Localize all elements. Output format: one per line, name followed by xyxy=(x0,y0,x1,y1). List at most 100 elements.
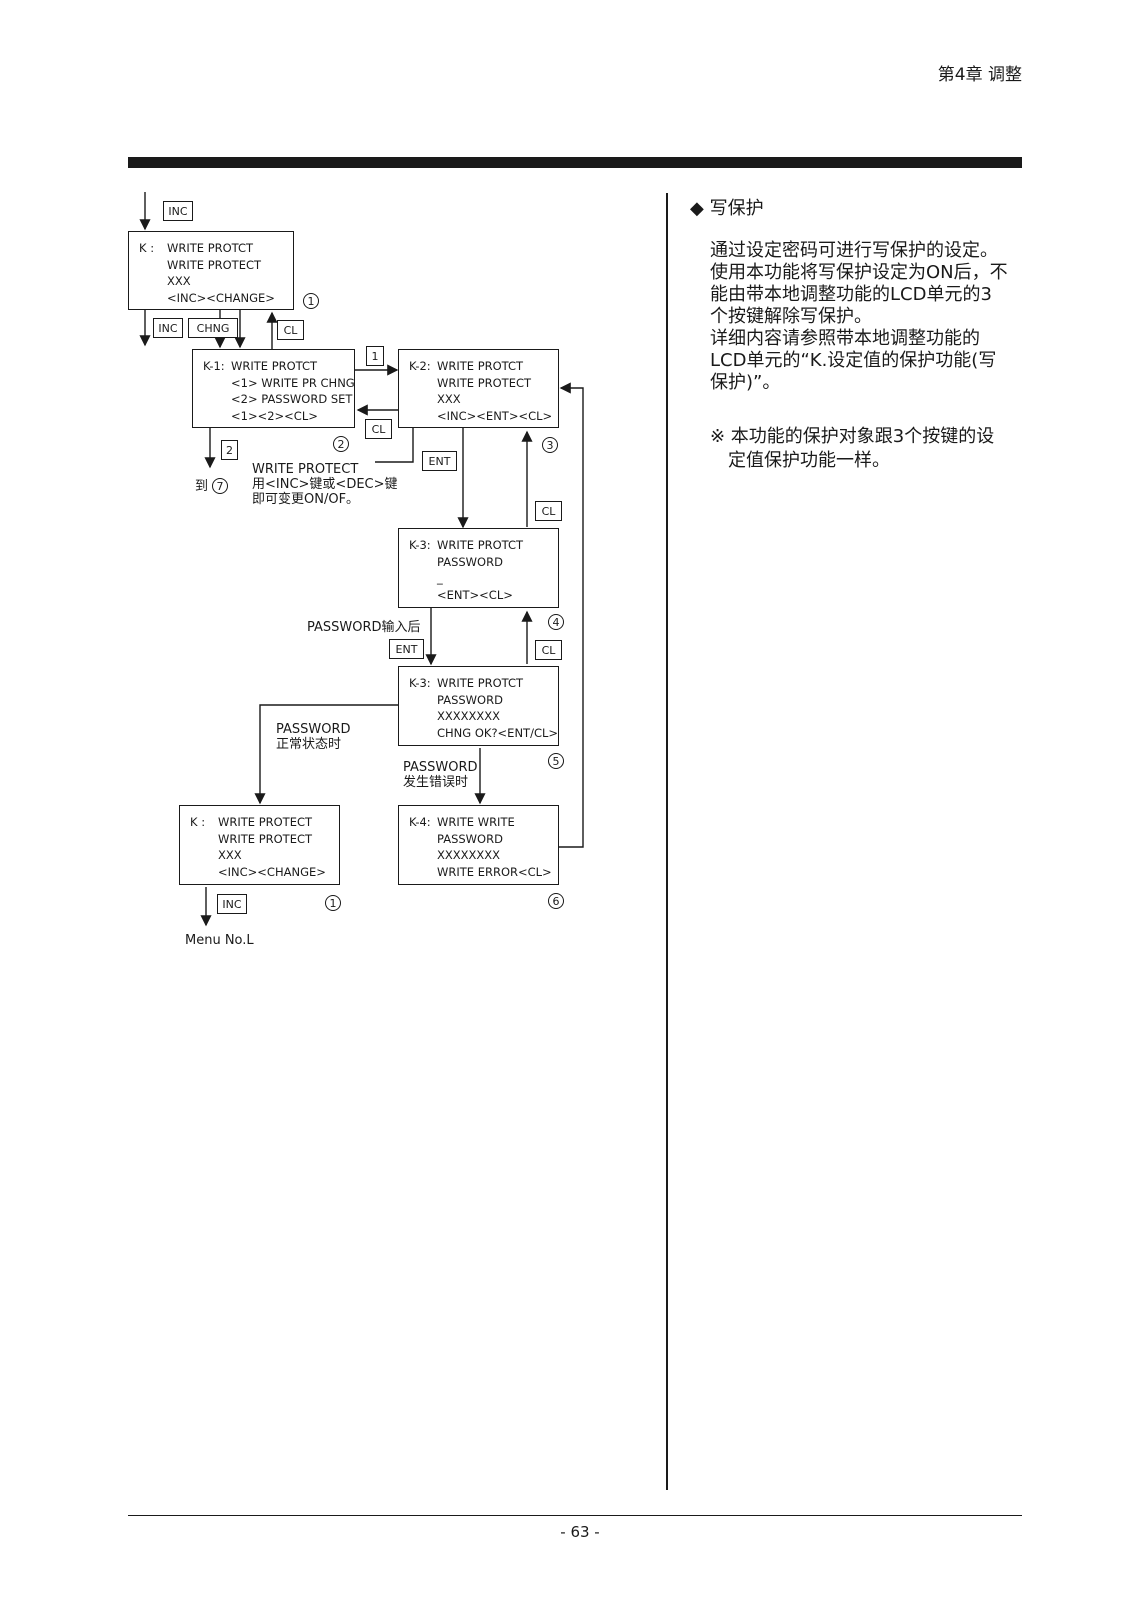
screen-line: PASSWORD xyxy=(437,831,503,846)
screen-k3-password-confirm: K-3: WRITE PROTCT PASSWORD XXXXXXXX CHNG… xyxy=(398,666,559,746)
paragraph-line: 能由带本地调整功能的LCD单元的3 xyxy=(710,284,992,305)
screen-lines: WRITE PROTCT WRITE PROTECT XXX <INC><CHA… xyxy=(167,240,275,306)
screen-line: XXXXXXXX xyxy=(437,848,501,862)
screen-k-bottom: K : WRITE PROTECT WRITE PROTECT XXX <INC… xyxy=(179,805,340,885)
screen-line: WRITE PROTCT xyxy=(437,676,524,690)
key-chng: CHNG xyxy=(188,318,238,338)
key-inc: INC xyxy=(163,201,193,221)
screen-lines: WRITE WRITE PASSWORD XXXXXXXX WRITE ERRO… xyxy=(437,814,552,880)
paragraph-line: 使用本功能将写保护设定为ON后，不 xyxy=(710,262,1008,283)
screen-line: WRITE PROTCT xyxy=(167,241,254,255)
key-ent: ENT xyxy=(422,451,457,471)
key-2: 2 xyxy=(221,440,238,460)
key-ent: ENT xyxy=(389,639,424,659)
header-rule xyxy=(128,157,1022,168)
paragraph-line: 个按键解除写保护。 xyxy=(710,306,872,327)
note-line: PASSWORD xyxy=(276,722,351,737)
key-1: 1 xyxy=(366,346,384,366)
screen-k3-password-entry: K-3: WRITE PROTCT PASSWORD _ <ENT><CL> xyxy=(398,528,559,608)
remark-line: 定值保护功能一样。 xyxy=(710,450,890,471)
key-cl: CL xyxy=(535,640,562,660)
step-circle: 3 xyxy=(542,437,558,453)
screen-line: XXXXXXXX xyxy=(437,709,501,723)
screen-line: PASSWORD xyxy=(437,554,503,569)
screen-line: _ xyxy=(437,571,443,585)
screen-k4-write-error: K-4: WRITE WRITE PASSWORD XXXXXXXX WRITE… xyxy=(398,805,559,885)
note-line: PASSWORD xyxy=(403,760,478,775)
note-line: 正常状态时 xyxy=(276,737,342,752)
note-line: 即可变更ON/OF。 xyxy=(252,492,360,507)
screen-label: K : xyxy=(139,241,155,255)
step-circle: 7 xyxy=(212,478,228,494)
goto-7-note: 到 xyxy=(195,479,208,494)
screen-label: K-4: xyxy=(409,815,431,829)
paragraph-line: 通过设定密码可进行写保护的设定。 xyxy=(710,240,998,261)
screen-line: <ENT><CL> xyxy=(437,587,513,602)
key-inc: INC xyxy=(217,894,247,914)
key-inc: INC xyxy=(153,318,183,338)
screen-line: WRITE PROTECT xyxy=(218,831,313,846)
key-cl: CL xyxy=(535,501,562,521)
screen-lines: WRITE PROTCT <1> WRITE PR CHNG <2> PASSW… xyxy=(231,358,355,424)
password-normal-note: PASSWORD 正常状态时 xyxy=(276,722,351,752)
remark-note: ※ 本功能的保护对象跟3个按键的设 定值保护功能一样。 xyxy=(710,425,1030,473)
write-protect-note: WRITE PROTECT 用<INC>键或<DEC>键 即可变更ON/OF。 xyxy=(252,462,398,507)
key-cl: CL xyxy=(277,320,304,340)
note-line: 发生错误时 xyxy=(403,775,469,790)
screen-line: <INC><CHANGE> xyxy=(167,290,275,305)
password-error-note: PASSWORD 发生错误时 xyxy=(403,760,478,790)
screen-lines: WRITE PROTCT PASSWORD _ <ENT><CL> xyxy=(437,537,523,603)
password-input-note: PASSWORD输入后 xyxy=(307,620,421,635)
step-circle: 5 xyxy=(548,753,564,769)
screen-label: K-3: xyxy=(409,676,431,690)
screen-line: WRITE PROTECT xyxy=(218,815,313,829)
screen-line: WRITE ERROR<CL> xyxy=(437,864,552,879)
column-divider xyxy=(666,193,668,1490)
screen-line: <1><2><CL> xyxy=(231,408,318,423)
menu-number-note: Menu No.L xyxy=(185,933,254,948)
screen-line: WRITE PROTECT xyxy=(437,375,532,390)
screen-line: WRITE WRITE xyxy=(437,815,515,829)
screen-line: <INC><ENT><CL> xyxy=(437,408,553,423)
note-line: 用<INC>键或<DEC>键 xyxy=(252,477,398,492)
description-paragraph: 通过设定密码可进行写保护的设定。 使用本功能将写保护设定为ON后，不 能由带本地… xyxy=(710,240,1030,394)
screen-k-top: K : WRITE PROTCT WRITE PROTECT XXX <INC>… xyxy=(128,231,294,310)
screen-line: <INC><CHANGE> xyxy=(218,864,326,879)
key-cl: CL xyxy=(365,419,392,439)
screen-line: XXX xyxy=(437,392,461,406)
chapter-header: 第4章 调整 xyxy=(937,65,1022,85)
screen-line: <2> PASSWORD SET xyxy=(231,392,353,406)
step-circle: 2 xyxy=(333,436,349,452)
screen-label: K-1: xyxy=(203,359,225,373)
remark-line: ※ 本功能的保护对象跟3个按键的设 xyxy=(710,426,995,447)
screen-line: WRITE PROTCT xyxy=(231,359,318,373)
screen-line: WRITE PROTECT xyxy=(167,257,262,272)
step-circle: 1 xyxy=(303,293,319,309)
step-circle: 1 xyxy=(325,895,341,911)
screen-label: K-3: xyxy=(409,538,431,552)
screen-line: WRITE PROTCT xyxy=(437,538,524,552)
note-line: WRITE PROTECT xyxy=(252,462,359,477)
step-circle: 6 xyxy=(548,893,564,909)
flow-connectors xyxy=(139,192,584,927)
screen-lines: WRITE PROTCT PASSWORD XXXXXXXX CHNG OK?<… xyxy=(437,675,558,741)
paragraph-line: 保护)”。 xyxy=(710,372,781,393)
goto-label: 到 xyxy=(195,479,209,494)
screen-label: K : xyxy=(190,815,206,829)
screen-lines: WRITE PROTECT WRITE PROTECT XXX <INC><CH… xyxy=(218,814,326,880)
screen-label: K-2: xyxy=(409,359,431,373)
screen-line: XXX xyxy=(167,274,191,288)
screen-line: CHNG OK?<ENT/CL> xyxy=(437,725,559,740)
screen-line: XXX xyxy=(218,848,242,862)
page-number: - 63 - xyxy=(560,1523,600,1541)
section-title: ◆ 写保护 xyxy=(690,198,764,219)
step-circle: 4 xyxy=(548,614,564,630)
screen-line: <1> WRITE PR CHNG xyxy=(231,375,355,390)
screen-lines: WRITE PROTCT WRITE PROTECT XXX <INC><ENT… xyxy=(437,358,552,424)
footer-rule xyxy=(128,1515,1022,1516)
screen-line: PASSWORD xyxy=(437,692,503,707)
screen-k1: K-1: WRITE PROTCT <1> WRITE PR CHNG <2> … xyxy=(192,349,355,428)
paragraph-line: 详细内容请参照带本地调整功能的 xyxy=(710,328,980,349)
paragraph-line: LCD单元的“K.设定值的保护功能(写 xyxy=(710,350,997,371)
screen-line: WRITE PROTCT xyxy=(437,359,524,373)
